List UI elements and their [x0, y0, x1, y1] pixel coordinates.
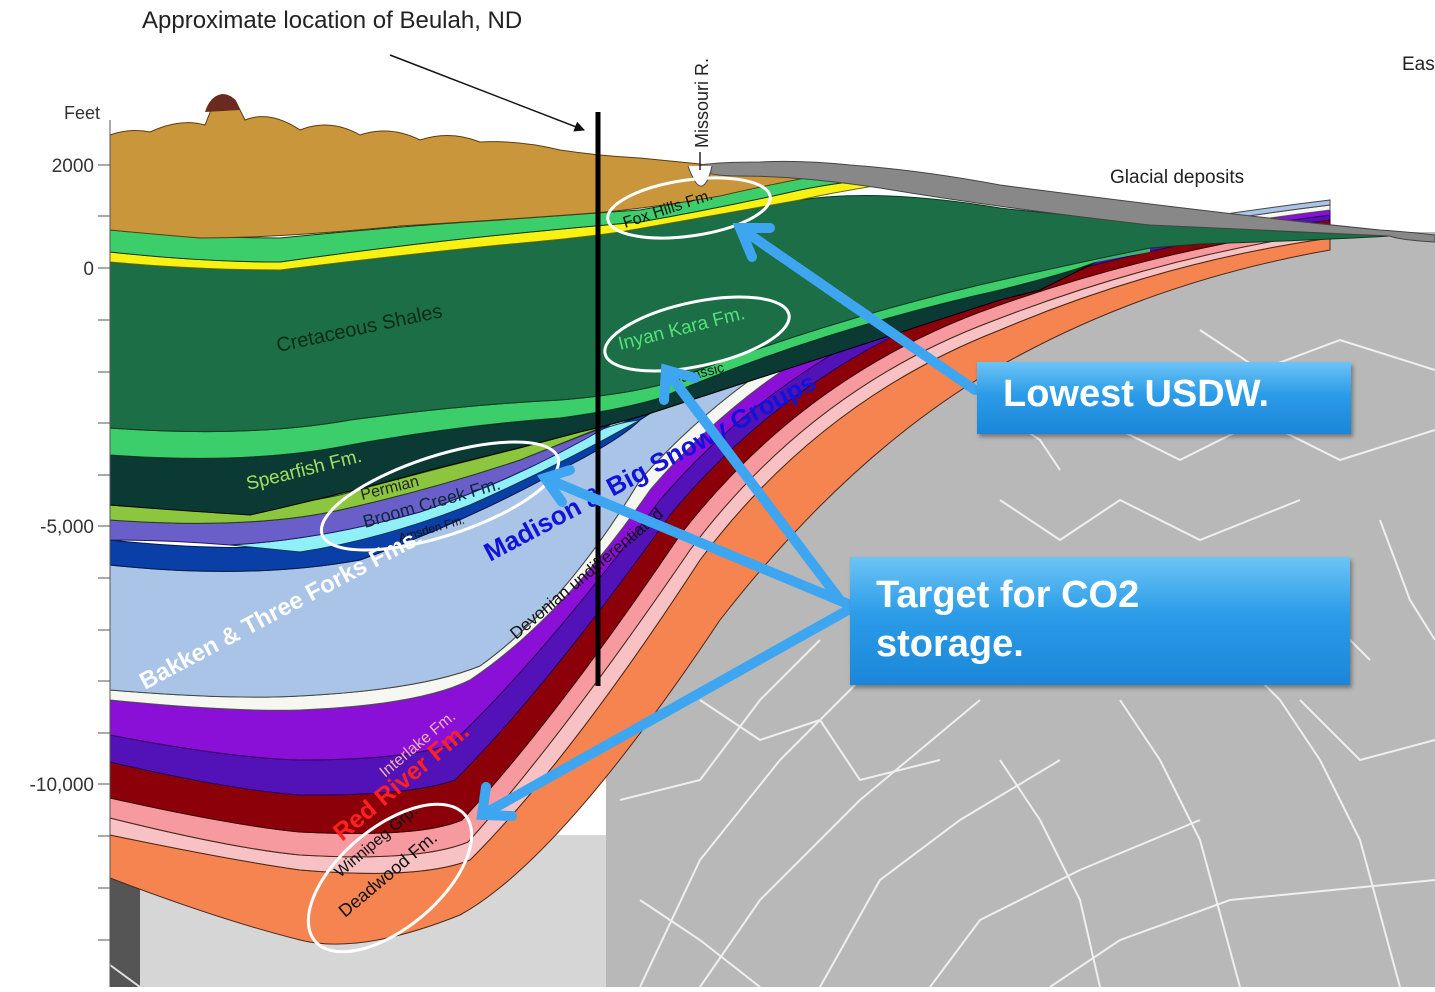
depth-axis: Feet 2000 0 -5,000 -10,000 — [30, 103, 111, 987]
beulah-pointer-arrow — [389, 54, 585, 132]
axis-tick-minus-10000: -10,000 — [30, 775, 94, 796]
beulah-location-note: Approximate location of Beulah, ND — [142, 7, 522, 34]
glacial-deposits-label: Glacial deposits — [1110, 167, 1244, 188]
glacial-deposits — [699, 160, 1435, 243]
surface-layer — [109, 95, 841, 239]
co2-target-line1: Target for CO2 — [876, 574, 1140, 616]
lowest-usdw-callout: Lowest USDW. — [977, 362, 1351, 434]
axis-tick-2000: 2000 — [52, 156, 94, 177]
lowest-usdw-text: Lowest USDW. — [1003, 373, 1270, 415]
axis-tick-minus-5000: -5,000 — [40, 517, 94, 538]
deadwood-highlight — [306, 802, 474, 954]
missouri-river-label: Missouri R. — [692, 58, 712, 148]
co2-target-line2: storage. — [876, 623, 1024, 666]
callout-arrows — [476, 223, 980, 821]
co2-target-callout: Target for CO2 storage. — [850, 557, 1350, 685]
inyan-kara-highlight — [603, 295, 791, 373]
direction-label: Eas — [1402, 54, 1435, 75]
fox-hills-highlight — [606, 176, 772, 240]
axis-tick-0: 0 — [83, 259, 94, 280]
broom-creek-highlight — [319, 440, 561, 552]
axis-unit-label: Feet — [64, 103, 100, 123]
highlight-ellipses — [306, 176, 791, 954]
butte-cap — [205, 94, 240, 112]
